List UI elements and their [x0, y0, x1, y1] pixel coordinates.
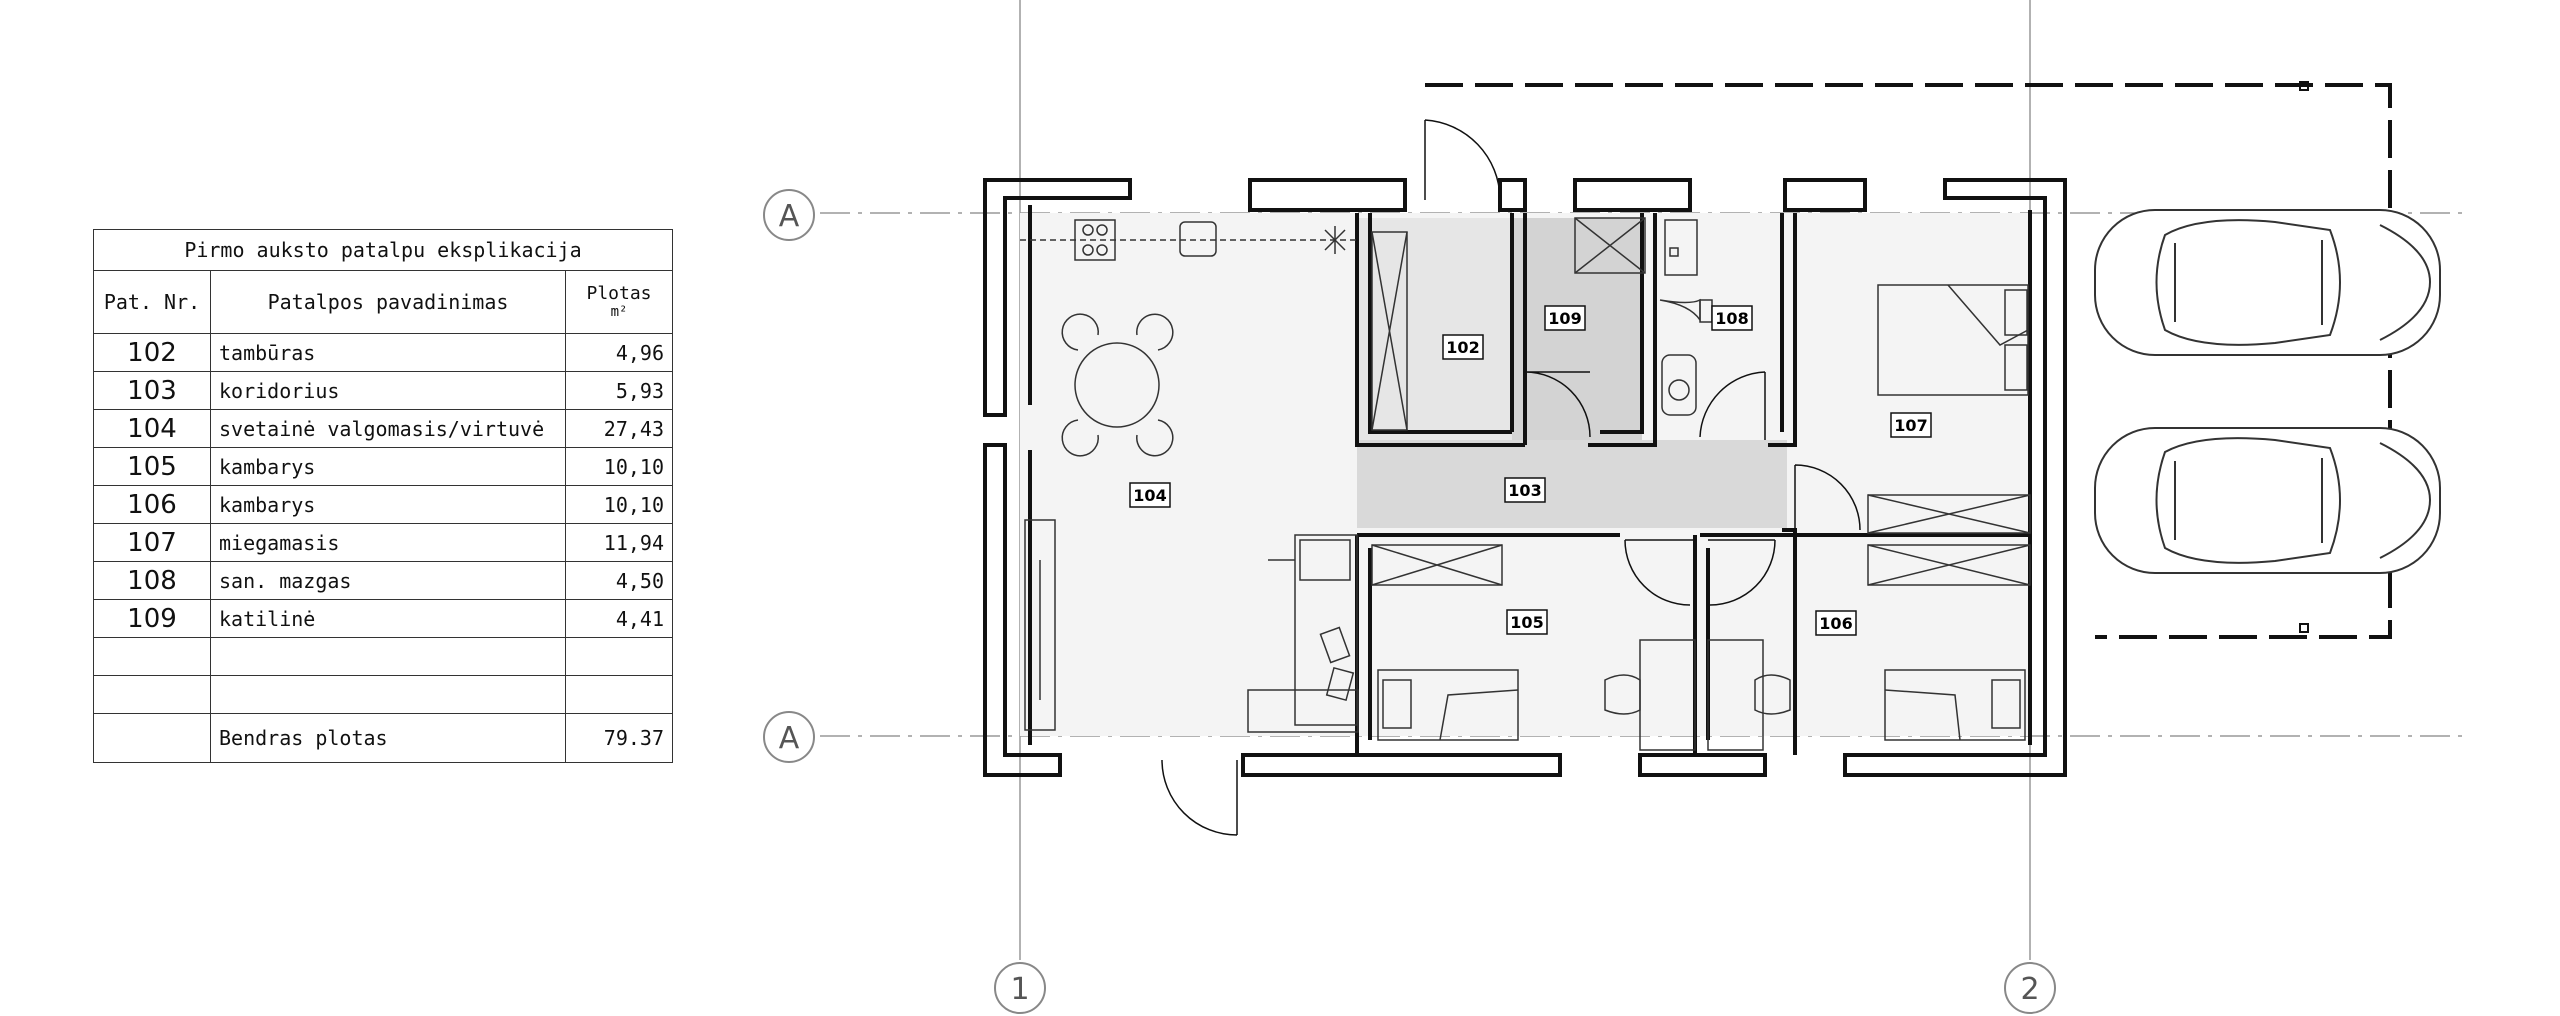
room-area: 11,94	[565, 523, 673, 562]
car-bottom	[2094, 427, 2441, 574]
room-labels: 102 103 104 105 106 107 108 109	[1129, 305, 1932, 636]
carport-outline	[1425, 83, 2392, 639]
header-nr: Pat. Nr.	[93, 270, 211, 334]
room-nr: 109	[93, 599, 211, 638]
interior-walls	[1355, 213, 2030, 755]
sofa	[1247, 534, 1359, 733]
car-top	[2094, 209, 2441, 356]
room-area: 10,10	[565, 447, 673, 486]
room-name: svetainė valgomasis/virtuvė	[210, 409, 566, 448]
room-nr: 103	[93, 371, 211, 410]
axis-1-label: 1	[1010, 972, 1029, 1007]
room-label-104: 104	[1133, 486, 1166, 505]
table-row-empty	[93, 675, 673, 714]
total-label: Bendras plotas	[210, 713, 566, 763]
room-label-106: 106	[1819, 614, 1852, 633]
room-label-103: 103	[1508, 481, 1541, 500]
dining-table	[1061, 313, 1174, 457]
room-name: kambarys	[210, 447, 566, 486]
axis-2-label: 2	[2020, 972, 2039, 1007]
axis-a-bottom: A	[763, 711, 815, 763]
room-label-105: 105	[1510, 613, 1543, 632]
room-area: 4,50	[565, 561, 673, 600]
room-nr: 105	[93, 447, 211, 486]
table-row-empty	[93, 637, 673, 676]
room-nr: 108	[93, 561, 211, 600]
room-label-108: 108	[1715, 309, 1748, 328]
room-area: 4,96	[565, 333, 673, 372]
header-area-unit: m²	[610, 304, 628, 320]
axis-2: 2	[2004, 962, 2056, 1014]
axis-a-top: A	[763, 189, 815, 241]
room-name: katilinė	[210, 599, 566, 638]
vestibule-fill	[1357, 218, 1522, 440]
desks	[1604, 639, 1791, 751]
room-area: 5,93	[565, 371, 673, 410]
room-name: san. mazgas	[210, 561, 566, 600]
room-label-107: 107	[1894, 416, 1927, 435]
schedule-title: Pirmo auksto patalpu eksplikacija	[93, 229, 673, 271]
room-area: 27,43	[565, 409, 673, 448]
header-area-label: Plotas	[586, 283, 652, 304]
room-schedule-table: Pirmo auksto patalpu eksplikacija Pat. N…	[93, 229, 673, 763]
beds	[1377, 284, 2029, 741]
corridor-fill	[1357, 440, 1787, 528]
axis-a-bottom-label: A	[779, 721, 800, 756]
wardrobes	[1024, 217, 2031, 731]
header-name: Patalpos pavadinimas	[210, 270, 566, 334]
room-label-102: 102	[1446, 338, 1479, 357]
doors	[1161, 119, 1861, 836]
room-area: 4,41	[565, 599, 673, 638]
total-value: 79.37	[565, 713, 673, 763]
room-nr: 106	[93, 485, 211, 524]
exterior-walls	[983, 178, 2067, 777]
kitchen-counter	[1020, 219, 1357, 261]
room-label-109: 109	[1548, 309, 1581, 328]
room-name: kambarys	[210, 485, 566, 524]
room-area: 10,10	[565, 485, 673, 524]
axis-1: 1	[994, 962, 1046, 1014]
bathroom-fixtures	[1659, 219, 1713, 416]
axis-a-top-label: A	[779, 199, 800, 234]
